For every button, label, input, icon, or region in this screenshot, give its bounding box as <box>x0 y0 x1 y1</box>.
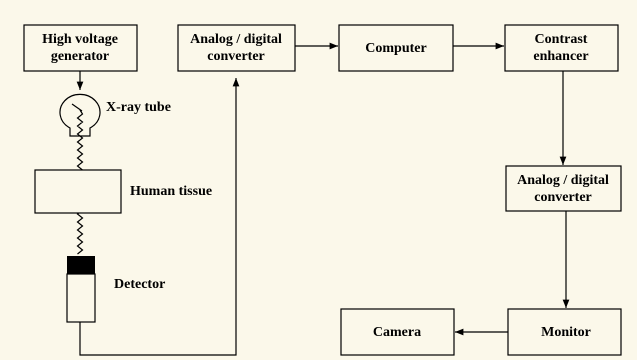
adc-top-label-line1: Analog / digital <box>190 32 282 47</box>
computer-block: Computer <box>338 24 454 72</box>
adc-top-block: Analog / digital converter <box>177 24 296 72</box>
detector-head <box>67 256 95 274</box>
adc-right-block: Analog / digital converter <box>505 165 622 212</box>
high-voltage-generator-block: High voltage generator <box>23 24 138 72</box>
xray-tube-label: X-ray tube <box>106 100 171 115</box>
adc-top-box <box>177 24 296 72</box>
detector-body <box>66 273 96 323</box>
xray-tube-icon <box>59 93 101 137</box>
human-tissue-box <box>34 169 122 214</box>
adc-right-box <box>505 165 622 212</box>
monitor-label: Monitor <box>541 325 591 340</box>
wire-detector-to-adc <box>79 78 240 356</box>
high-voltage-generator-label-line1: High voltage <box>42 32 118 47</box>
contrast-enhancer-box <box>504 24 619 72</box>
high-voltage-generator-box <box>23 24 138 72</box>
contrast-enhancer-label-line1: Contrast <box>535 32 588 47</box>
contrast-enhancer-block: Contrast enhancer <box>504 24 619 72</box>
human-tissue-block: Human tissue <box>34 169 212 214</box>
monitor-box <box>507 308 622 356</box>
adc-top-label-line2: converter <box>207 49 265 64</box>
human-tissue-label: Human tissue <box>130 184 212 199</box>
detector-label: Detector <box>114 277 165 292</box>
detector-block: Detector <box>66 256 165 323</box>
computer-label: Computer <box>365 41 426 56</box>
camera-box <box>340 308 455 356</box>
adc-right-label-line2: converter <box>534 190 592 205</box>
monitor-block: Monitor <box>507 308 622 356</box>
computer-box <box>338 24 454 72</box>
xray-tube: X-ray tube <box>59 93 171 137</box>
high-voltage-generator-label-line2: generator <box>51 49 109 64</box>
contrast-enhancer-label-line2: enhancer <box>533 49 588 64</box>
camera-block: Camera <box>340 308 455 356</box>
adc-right-label-line1: Analog / digital <box>517 173 609 188</box>
camera-label: Camera <box>373 325 421 340</box>
